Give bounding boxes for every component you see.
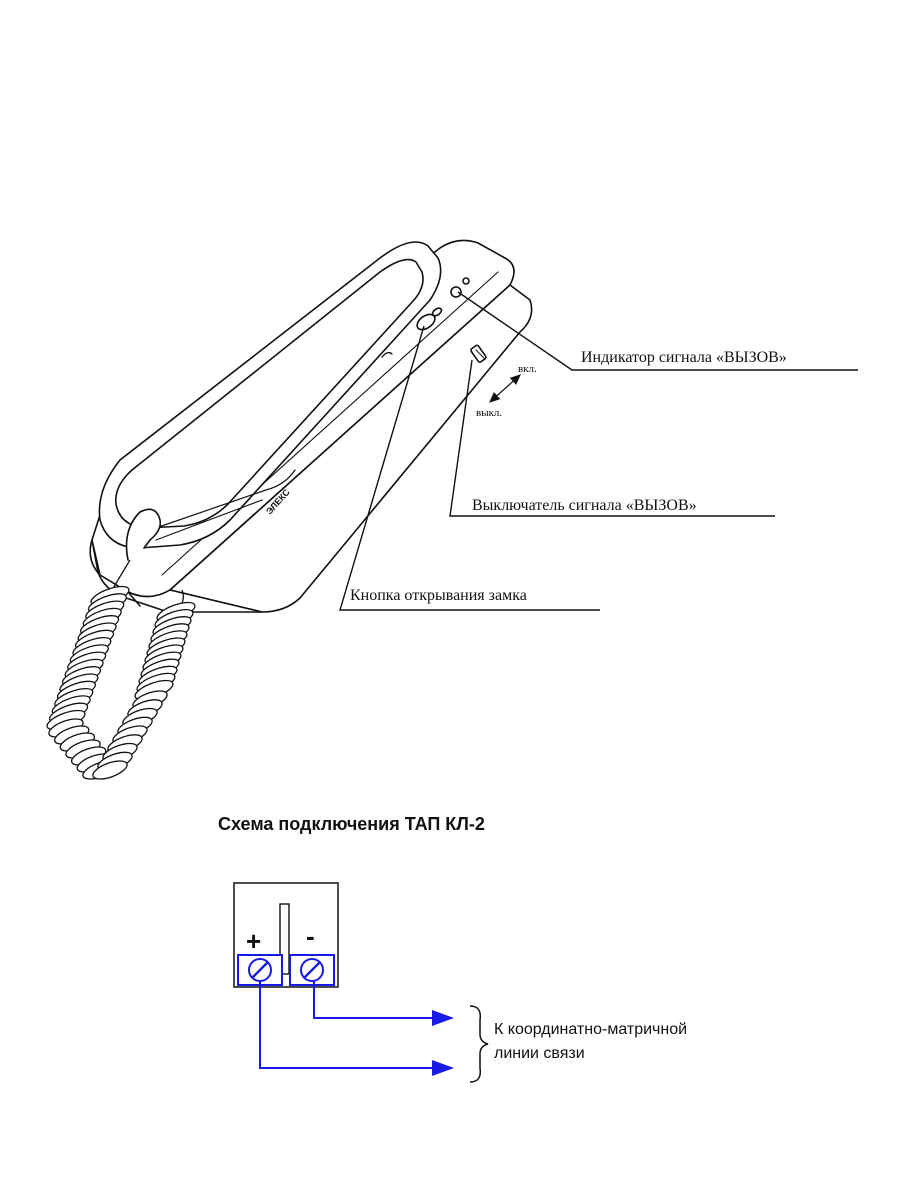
callout-switch: Выключатель сигнала «ВЫЗОВ» — [472, 497, 697, 514]
callout-lines — [339, 291, 858, 611]
terminal-divider — [279, 903, 290, 975]
wires — [259, 981, 454, 1076]
schematic-note-line2: линии связи — [494, 1045, 585, 1062]
cord-hook — [125, 508, 162, 561]
on-off-arrow — [489, 374, 521, 403]
call-switch-shape — [470, 344, 487, 363]
callout-lock-button: Кнопка открывания замка — [350, 587, 527, 604]
indicator-leader — [457, 291, 858, 371]
coiled-cord — [46, 559, 196, 780]
base-right-side — [169, 284, 533, 613]
indicator-led-shape — [450, 286, 462, 298]
handset-outer — [98, 241, 442, 549]
handset-inner — [115, 258, 424, 529]
wire-minus — [313, 981, 454, 1026]
label-on: вкл. — [518, 363, 537, 375]
base-front-edge — [91, 539, 263, 613]
lock-button-leader — [339, 325, 600, 611]
terminal-block: + - — [233, 882, 339, 988]
curly-brace — [469, 1005, 489, 1083]
callout-indicator: Индикатор сигнала «ВЫЗОВ» — [581, 349, 787, 366]
schematic-note-line1: К координатно-матричной — [494, 1021, 687, 1038]
screw-plus-icon — [248, 958, 272, 982]
screw-minus-icon — [300, 958, 324, 982]
terminal-minus-label: - — [306, 921, 315, 951]
schematic-title: Схема подключения ТАП КЛ-2 — [218, 814, 485, 834]
switch-leader — [449, 359, 775, 517]
wire-plus — [259, 981, 454, 1076]
cord-coil — [92, 760, 128, 780]
label-off: выкл. — [476, 407, 502, 419]
terminal-plus-label: + — [246, 926, 261, 956]
intercom-illustration: ЭЛЕКС — [89, 239, 533, 613]
